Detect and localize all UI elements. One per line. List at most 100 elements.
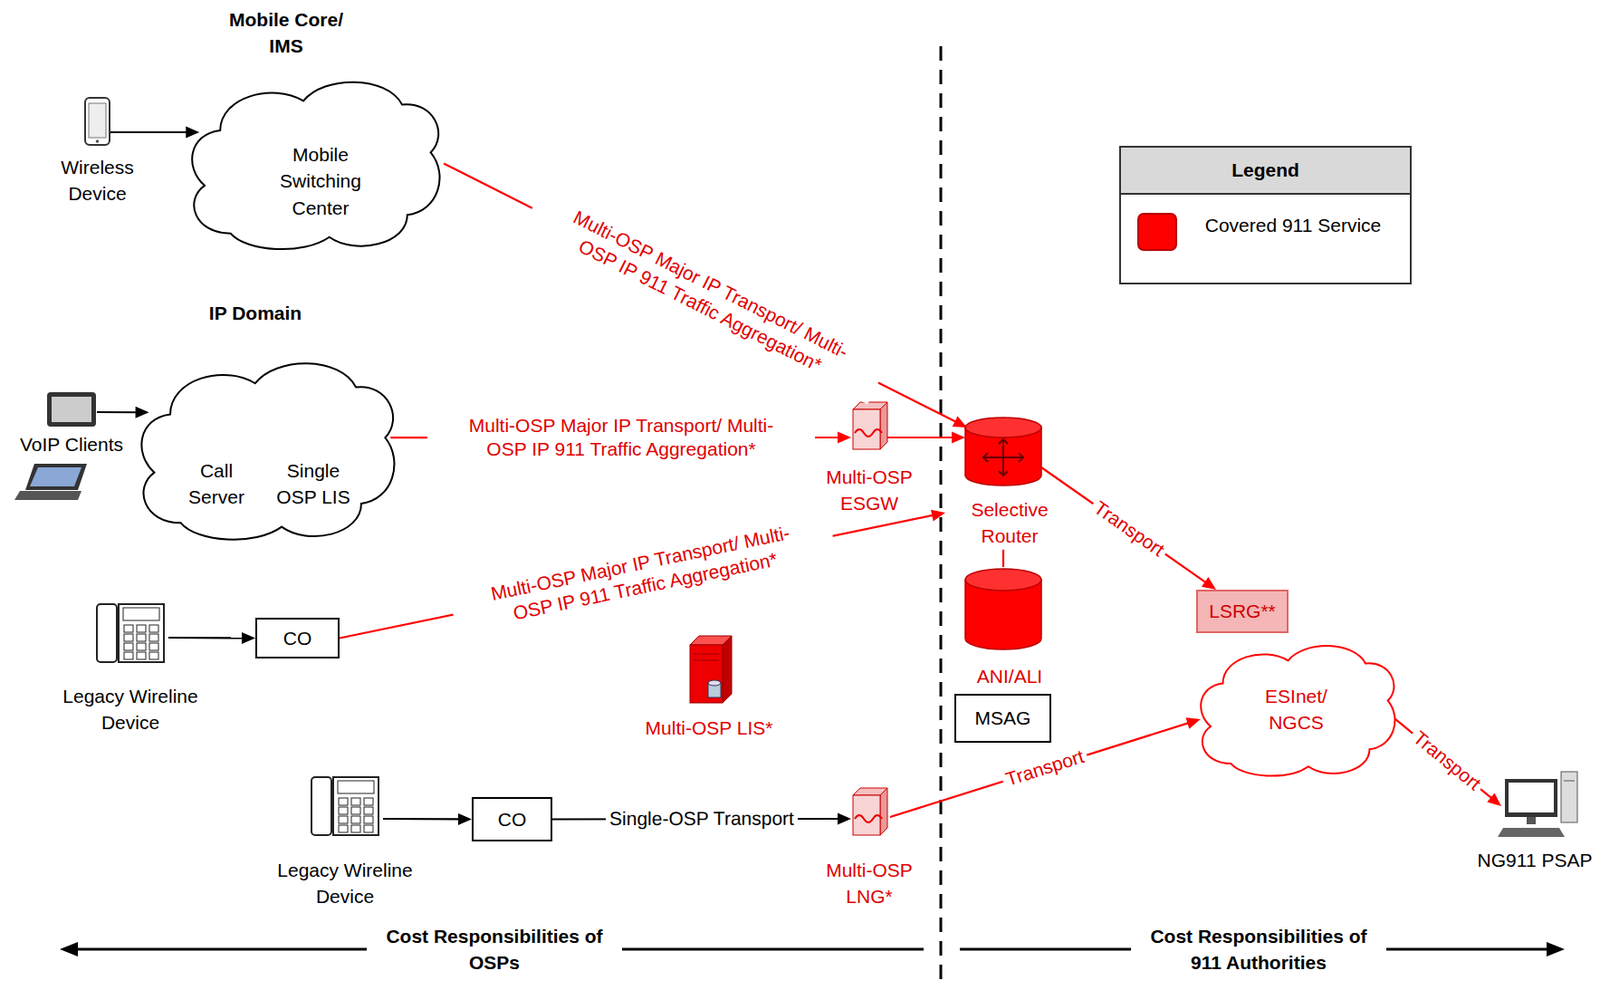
cost-arrowhead xyxy=(59,941,78,957)
selective-router: Selective Router xyxy=(950,414,1069,550)
workstation-icon xyxy=(1497,771,1578,837)
lis-server: Single OSP LIS xyxy=(268,382,359,511)
cost-arrowhead xyxy=(1546,941,1565,957)
node-text: Multi-OSP LIS* xyxy=(633,714,785,741)
wireless-device: Wireless Device xyxy=(45,97,150,208)
node-text: IP Domain xyxy=(182,299,328,326)
voip-clients: VoIP Clients xyxy=(9,389,135,458)
connector-line xyxy=(443,163,958,423)
edge-label: Transport xyxy=(1085,493,1172,564)
msag-box: MSAG xyxy=(954,693,1052,743)
node-text: LSRG** xyxy=(1208,597,1276,624)
edge-label: Transport xyxy=(999,743,1091,793)
node-text: Selective Router xyxy=(950,496,1069,550)
phone-icon xyxy=(85,97,110,145)
ng911-psap: NG911 PSAP xyxy=(1474,771,1596,873)
arrowhead xyxy=(185,125,200,138)
edge-label: Single-OSP Transport xyxy=(605,806,798,832)
connector xyxy=(1041,467,1217,590)
node-text: MSAG xyxy=(975,704,1032,731)
gateway-icon xyxy=(852,402,888,450)
tablet-icon xyxy=(47,392,96,427)
core-cloud: Mobile Core/ IMSMobile Switching Center xyxy=(183,71,444,256)
arrowhead xyxy=(241,632,256,644)
node-text: Single OSP LIS xyxy=(268,457,359,511)
legend-swatch xyxy=(1137,212,1178,251)
cost-label: Cost Responsibilities of OSPs xyxy=(366,922,623,977)
arrowhead xyxy=(930,509,946,522)
laptop-icon xyxy=(14,463,87,500)
connector xyxy=(383,813,472,825)
connector xyxy=(339,509,946,639)
legend-title: Legend xyxy=(1120,147,1410,195)
arrowhead xyxy=(458,813,472,825)
connector xyxy=(96,406,150,419)
arrowhead xyxy=(1185,717,1200,729)
node-text: VoIP Clients xyxy=(9,431,135,458)
legacy-device: Legacy Wireline Device xyxy=(52,602,209,737)
node-text: Mobile Switching Center xyxy=(266,141,375,221)
connector xyxy=(887,431,966,444)
desk-phone-icon xyxy=(311,776,379,835)
node-text: CO xyxy=(283,624,313,652)
connector-line xyxy=(1391,716,1493,799)
node-text: Legacy Wireline Device xyxy=(267,856,423,911)
database-icon xyxy=(965,568,1042,650)
connector-line xyxy=(1002,549,1005,567)
arrowhead xyxy=(837,431,852,444)
arrowhead xyxy=(135,406,150,419)
node-text: Wireless Device xyxy=(45,153,150,208)
legend-text: Covered 911 Service xyxy=(1193,210,1393,240)
boundary-line xyxy=(939,46,943,987)
node-text: ANI/ALI xyxy=(950,662,1069,690)
arrowhead xyxy=(952,415,968,428)
gateway-icon xyxy=(852,787,888,835)
connector-line xyxy=(110,131,189,134)
co-box: CO xyxy=(471,796,553,842)
lsrg-box: LSRG** xyxy=(1196,589,1289,633)
node-text: Multi-OSP ESGW xyxy=(819,463,920,518)
edge-label: Multi-OSP Major IP Transport/ Multi-OSP … xyxy=(521,186,890,404)
ani-ali-db: ANI/ALI xyxy=(950,561,1069,690)
arrowhead xyxy=(1201,576,1217,590)
router-icon xyxy=(965,417,1042,486)
connector xyxy=(1003,549,1005,567)
switching-center: Mobile Switching Center xyxy=(266,107,375,221)
co-box: CO xyxy=(255,617,340,659)
connector xyxy=(110,125,200,138)
connector-line xyxy=(96,411,139,413)
edge-label: Transport xyxy=(1405,723,1489,798)
edge-label: Multi-OSP Major IP Transport/ Multi-OSP … xyxy=(427,413,815,462)
edge-label: Multi-OSP Major IP Transport/ Multi-OSP … xyxy=(448,512,838,638)
call-server: Call Server xyxy=(175,382,258,511)
connector-line xyxy=(887,436,955,439)
ip-domain-cloud: IP DomainCall ServerSingle OSP LIS xyxy=(133,352,399,547)
connector xyxy=(1391,716,1502,806)
node-text: Multi-OSP LNG* xyxy=(819,856,920,911)
connector-line xyxy=(168,636,245,640)
cloud-outline xyxy=(1194,637,1399,781)
connector xyxy=(168,632,256,644)
connector-line xyxy=(1041,467,1208,584)
node-text: Call Server xyxy=(175,457,258,511)
connector-line xyxy=(383,817,461,821)
cost-label: Cost Responsibilities of 911 Authorities xyxy=(1130,922,1387,977)
esgw: Multi-OSP ESGW xyxy=(819,398,920,518)
desk-phone-icon xyxy=(96,603,164,662)
node-text: ESInet/ NGCS xyxy=(1255,682,1338,737)
lng: Multi-OSP LNG* xyxy=(819,783,920,911)
cloud-outline xyxy=(133,352,399,547)
legend-box: Legend Covered 911 Service xyxy=(1119,145,1412,285)
node-text: Legacy Wireline Device xyxy=(52,682,209,737)
esinet-cloud: ESInet/ NGCS xyxy=(1194,637,1399,781)
node-text: NG911 PSAP xyxy=(1474,846,1596,873)
server-icon xyxy=(689,635,732,703)
connector xyxy=(443,163,968,429)
multi-osp-lis: Multi-OSP LIS* xyxy=(633,633,785,741)
arrowhead xyxy=(1486,792,1502,806)
node-text: CO xyxy=(498,805,527,833)
node-text: Mobile Core/ IMS xyxy=(213,6,359,60)
arrowhead xyxy=(951,431,966,444)
legacy-device: Legacy Wireline Device xyxy=(267,774,423,911)
arrowhead xyxy=(837,813,852,825)
